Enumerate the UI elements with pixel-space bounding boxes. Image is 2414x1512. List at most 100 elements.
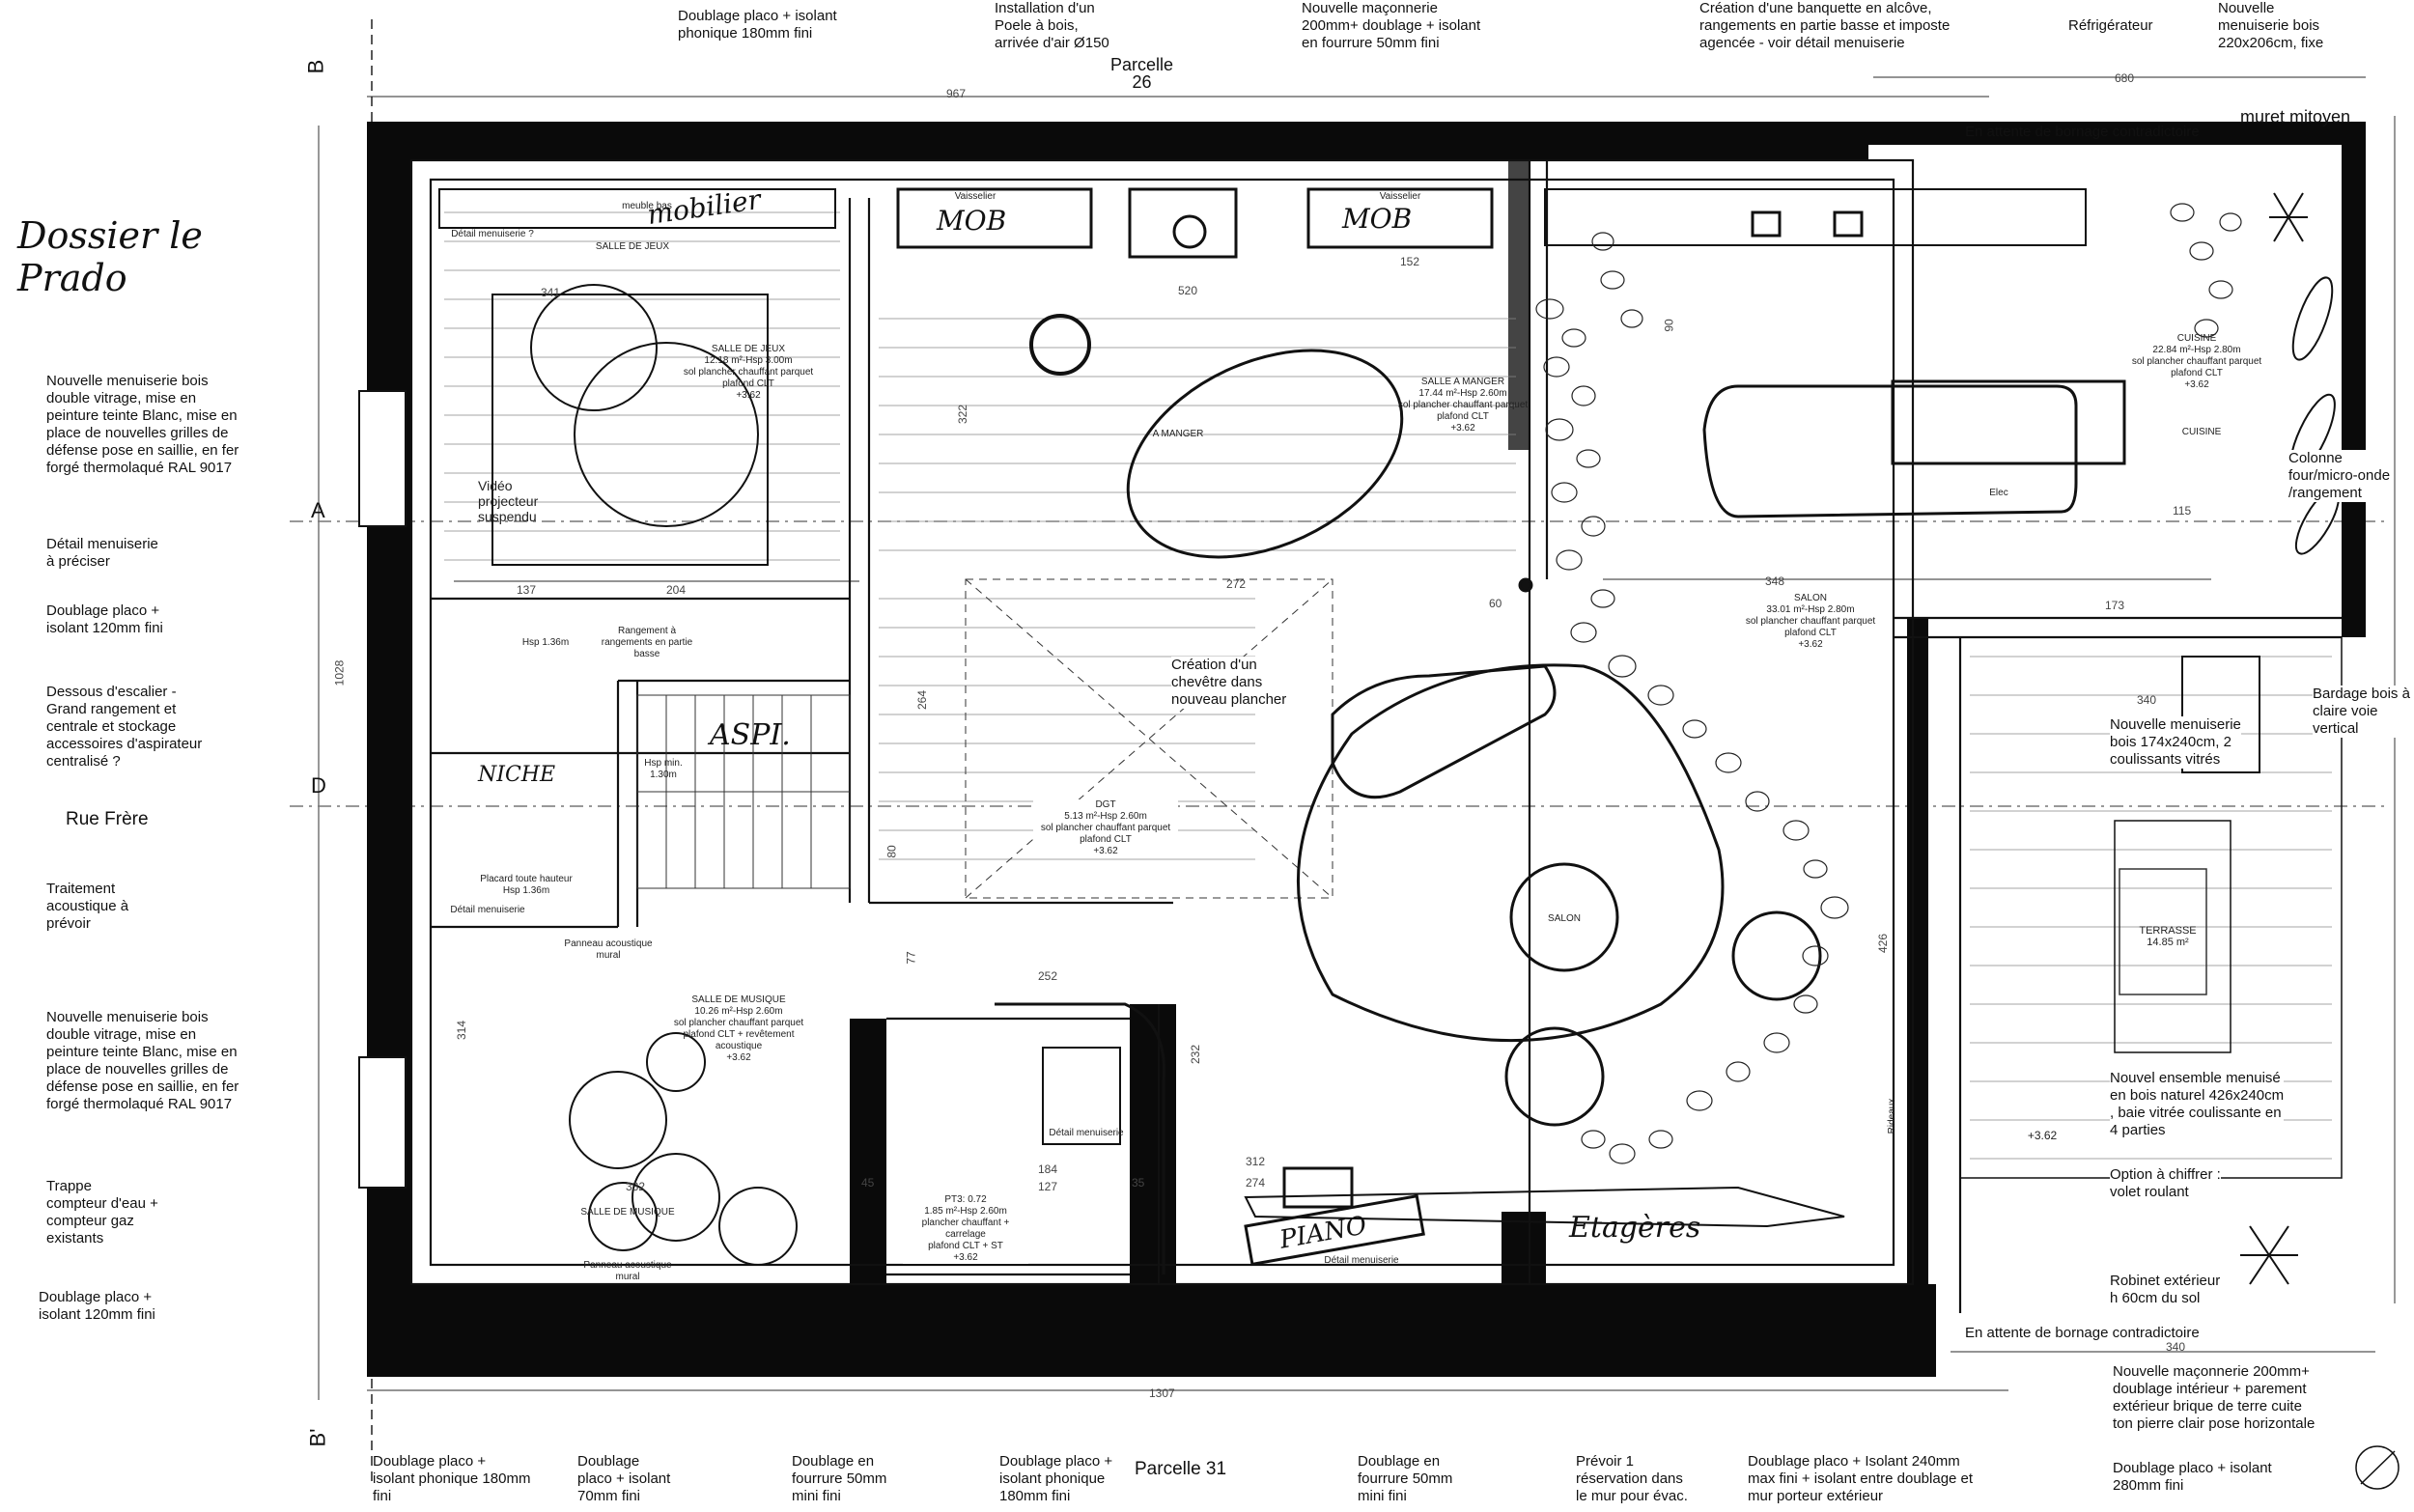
- center-note: Création d'un chevêtre dans nouveau plan…: [1171, 657, 1287, 709]
- dim-232: 232: [1189, 1044, 1203, 1065]
- boundary-bottom: En attente de bornage contradictoire: [1965, 1325, 2200, 1341]
- label-cuisine: CUISINE: [2181, 427, 2222, 437]
- north-arrow-icon: [2355, 1445, 2400, 1490]
- label-salon: SALON: [1548, 913, 1581, 924]
- label-rangement: Rangement à rangements en partie basse: [601, 626, 693, 659]
- bottom-note-5: Doublage en fourrure 50mm mini fini: [1358, 1453, 1453, 1504]
- label-elec: Elec: [1989, 488, 2008, 498]
- left-note-5: Traitement acoustique à prévoir: [46, 881, 129, 932]
- dim-127: 127: [1038, 1180, 1058, 1193]
- dim-348: 348: [1765, 574, 1785, 588]
- room-tag-salon: SALON 33.01 m²-Hsp 2.80m sol plancher ch…: [1745, 593, 1876, 650]
- left-note-3: Doublage placo + isolant 120mm fini: [46, 602, 163, 636]
- room-tag-wc: PT3: 0.72 1.85 m²-Hsp 2.60m plancher cha…: [903, 1194, 1028, 1264]
- label-salle-musique: SALLE DE MUSIQUE: [580, 1207, 675, 1218]
- handwritten-title: Dossier le Prado: [17, 214, 203, 299]
- label-hsp130: Hsp min. 1.30m: [644, 758, 683, 780]
- label-detail4: Détail menuiserie: [1324, 1255, 1399, 1266]
- room-tag-terrasse: TERRASSE 14.85 m²: [2139, 925, 2197, 948]
- dim-332: 332: [626, 1180, 646, 1193]
- dim-341: 341: [541, 286, 561, 299]
- dim-204: 204: [666, 583, 687, 597]
- dim-967: 967: [946, 87, 967, 100]
- hand-aspi: ASPI.: [710, 718, 791, 752]
- furniture-outlines: [438, 187, 2260, 1274]
- left-note-7: Trappe compteur d'eau + compteur gaz exi…: [46, 1178, 158, 1246]
- label-salle-jeux: SALLE DE JEUX: [595, 241, 670, 252]
- dim-252: 252: [1038, 969, 1058, 983]
- hand-niche: NICHE: [478, 763, 556, 787]
- parcel-top: Parcelle 26: [1110, 55, 1174, 92]
- dim-340b: 340: [2166, 1340, 2186, 1354]
- dim-264: 264: [915, 689, 930, 711]
- label-level: +3.62: [2027, 1129, 2058, 1142]
- hand-etageres: Etagères: [1569, 1211, 1701, 1245]
- label-vaisselier2: Vaisselier: [1379, 191, 1421, 202]
- dim-340a: 340: [2137, 693, 2157, 707]
- dim-1028: 1028: [332, 659, 347, 686]
- boundary-top: En attente de bornage contradictoire: [1965, 124, 2200, 140]
- right-note-1: Colonne four/micro-onde /rangement: [2288, 450, 2391, 502]
- label-vaisselier1: Vaisselier: [954, 191, 996, 202]
- parcel-bottom: Parcelle 31: [1135, 1459, 1227, 1479]
- label-detail3: Détail menuiserie: [1049, 1128, 1124, 1138]
- dim-312: 312: [1246, 1155, 1266, 1168]
- dim-45: 45: [861, 1176, 875, 1190]
- left-note-1: Nouvelle menuiserie bois double vitrage,…: [46, 373, 239, 476]
- label-panneau2: Panneau acoustique mural: [583, 1260, 672, 1282]
- bottom-note-3: Doublage en fourrure 50mm mini fini: [792, 1453, 887, 1504]
- label-detail1: Détail menuiserie ?: [451, 229, 534, 239]
- label-detail2: Détail menuiserie: [450, 905, 525, 915]
- plant-icons: [2240, 192, 2341, 1285]
- dim-322: 322: [956, 404, 970, 425]
- section-mark-b-bottom: B': [305, 1428, 330, 1447]
- dim-520: 520: [1178, 284, 1198, 297]
- bottom-note-8: Doublage placo + isolant 280mm fini: [2113, 1460, 2272, 1494]
- top-note-4: Création d'une banquette en alcôve, rang…: [1699, 0, 1951, 51]
- left-note-6: Nouvelle menuiserie bois double vitrage,…: [46, 1009, 239, 1112]
- left-note-4: Dessous d'escalier - Grand rangement et …: [46, 684, 203, 770]
- bottom-note-6: Prévoir 1 réservation dans le mur pour é…: [1576, 1453, 1688, 1504]
- left-note-2: Détail menuiserie à préciser: [46, 536, 158, 570]
- bottom-note-4: Doublage placo + isolant phonique 180mm …: [999, 1453, 1113, 1504]
- left-note-8: Doublage placo + isolant 120mm fini: [39, 1289, 155, 1323]
- label-hsp1: Hsp 1.36m: [521, 637, 570, 648]
- right-note-6: Robinet extérieur h 60cm du sol: [2110, 1273, 2221, 1307]
- hand-mob1: MOB: [937, 205, 1007, 237]
- street-name: Rue Frère: [66, 809, 149, 829]
- staircase: [636, 578, 1333, 899]
- dim-60: 60: [1489, 597, 1502, 610]
- parquet-hatching: [444, 211, 2332, 1160]
- room-tag-jeux: SALLE DE JEUX 12.18 m²-Hsp 3.00m sol pla…: [683, 344, 814, 401]
- right-note-3: Nouvelle menuiserie bois 174x240cm, 2 co…: [2110, 716, 2241, 769]
- label-meuble: meuble bas: [622, 201, 672, 211]
- room-tag-dgt: DGT 5.13 m²-Hsp 2.60m sol plancher chauf…: [1033, 799, 1178, 857]
- dim-314: 314: [455, 1020, 469, 1041]
- dim-80: 80: [884, 845, 899, 858]
- bottom-note-7: Doublage placo + Isolant 240mm max fini …: [1748, 1453, 1974, 1504]
- dim-426: 426: [1876, 933, 1891, 954]
- top-note-6: Nouvelle menuiserie bois 220x206cm, fixe: [2218, 0, 2324, 51]
- label-rideaux: Rideaux: [1887, 1098, 1897, 1134]
- dimension-lines: [318, 76, 2396, 1400]
- dim-77: 77: [904, 951, 918, 965]
- dim-115: 115: [2173, 504, 2192, 518]
- left-windows: [358, 390, 407, 1189]
- dim-137: 137: [517, 583, 537, 597]
- section-mark-d: D: [311, 773, 326, 798]
- neighbor-wall-label: muret mitoyen: [2240, 107, 2351, 126]
- bottom-note-1: Doublage placo + isolant phonique 180mm …: [373, 1453, 531, 1504]
- label-placard: Placard toute hauteur Hsp 1.36m: [480, 874, 573, 896]
- dim-184: 184: [1038, 1162, 1058, 1176]
- pebble-pattern: [1535, 203, 2242, 1164]
- section-mark-b-top: B: [303, 59, 328, 74]
- right-note-5: Option à chiffrer : volet roulant: [2110, 1166, 2221, 1201]
- dim-35: 35: [1132, 1176, 1145, 1190]
- top-note-3: Nouvelle maçonnerie 200mm+ doublage + is…: [1302, 0, 1481, 51]
- dim-1307: 1307: [1149, 1386, 1175, 1400]
- dim-152: 152: [1400, 255, 1420, 268]
- dim-274: 274: [1246, 1176, 1266, 1190]
- top-note-1: Doublage placo + isolant phonique 180mm …: [678, 8, 837, 42]
